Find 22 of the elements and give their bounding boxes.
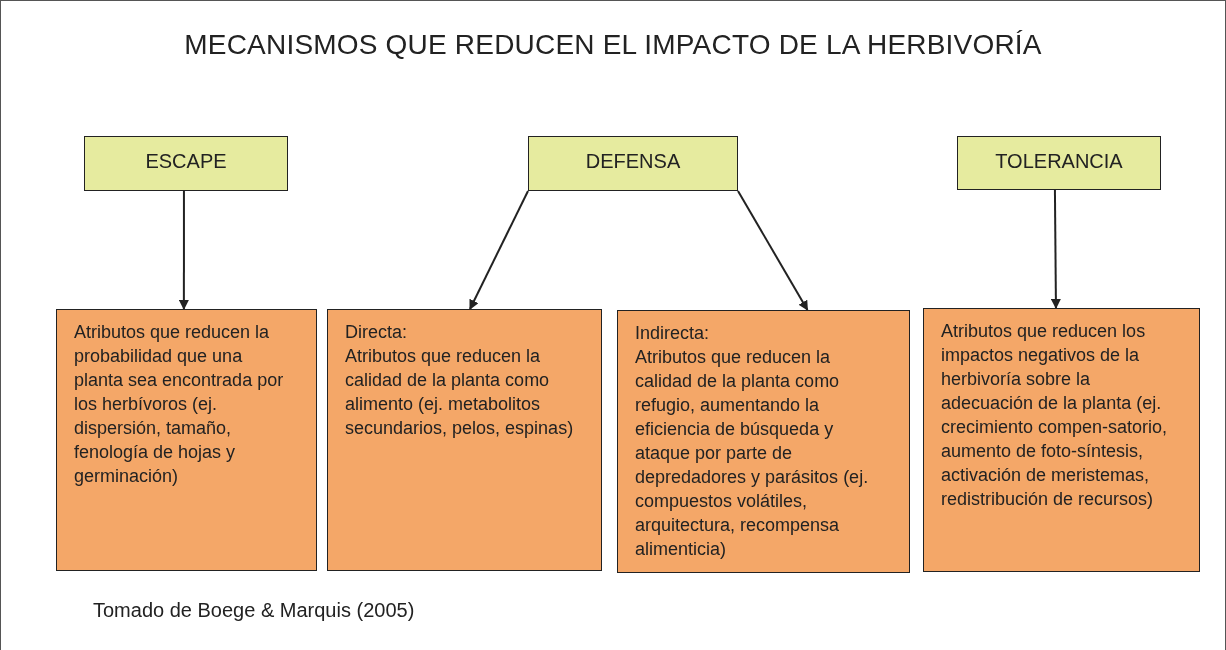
description-text: Atributos que reducen la probabilidad que una planta sea encontrada por los herbívoros (ej. dispersión, tamaño, fenología de hojas y germinación) (74, 321, 285, 488)
description-box (56, 309, 317, 571)
category-box (957, 136, 1161, 190)
category-box (528, 136, 738, 191)
diagram-title: MECANISMOS QUE REDUCEN EL IMPACTO DE LA HERBIVORÍA (183, 29, 1043, 61)
category-box (84, 136, 288, 191)
description-box (923, 308, 1200, 572)
arrow (469, 190, 529, 310)
description-text: Atributos que reducen la calidad de la planta como refugio, aumentando la eficiencia de búsqueda y ataque por parte de depredadores y parásitos (ej. compuestos volátiles, arquitectura, recompensa alimenticia) (635, 346, 870, 561)
description-text: Atributos que reducen los impactos negativos de la herbivoría sobre la adecuación de la planta (ej. crecimiento compen-satorio, aumento de foto-síntesis, activación de meristemas, redistribución de recursos) (941, 320, 1169, 511)
arrow (178, 190, 189, 310)
subheading: Indirecta: (635, 322, 711, 345)
description-box (327, 309, 602, 571)
description-text: Atributos que reducen la calidad de la planta como alimento (ej. metabolitos secundarios, pelos, espinas) (345, 345, 575, 440)
category-label: DEFENSA (585, 150, 681, 173)
subheading: Directa: (345, 321, 408, 344)
arrow (737, 190, 809, 311)
description-box (617, 310, 910, 573)
source-citation: Tomado de Boege & Marquis (2005) (93, 599, 415, 622)
category-label: TOLERANCIA (995, 149, 1123, 173)
category-label: ESCAPE (145, 150, 227, 173)
arrow (1050, 189, 1061, 309)
